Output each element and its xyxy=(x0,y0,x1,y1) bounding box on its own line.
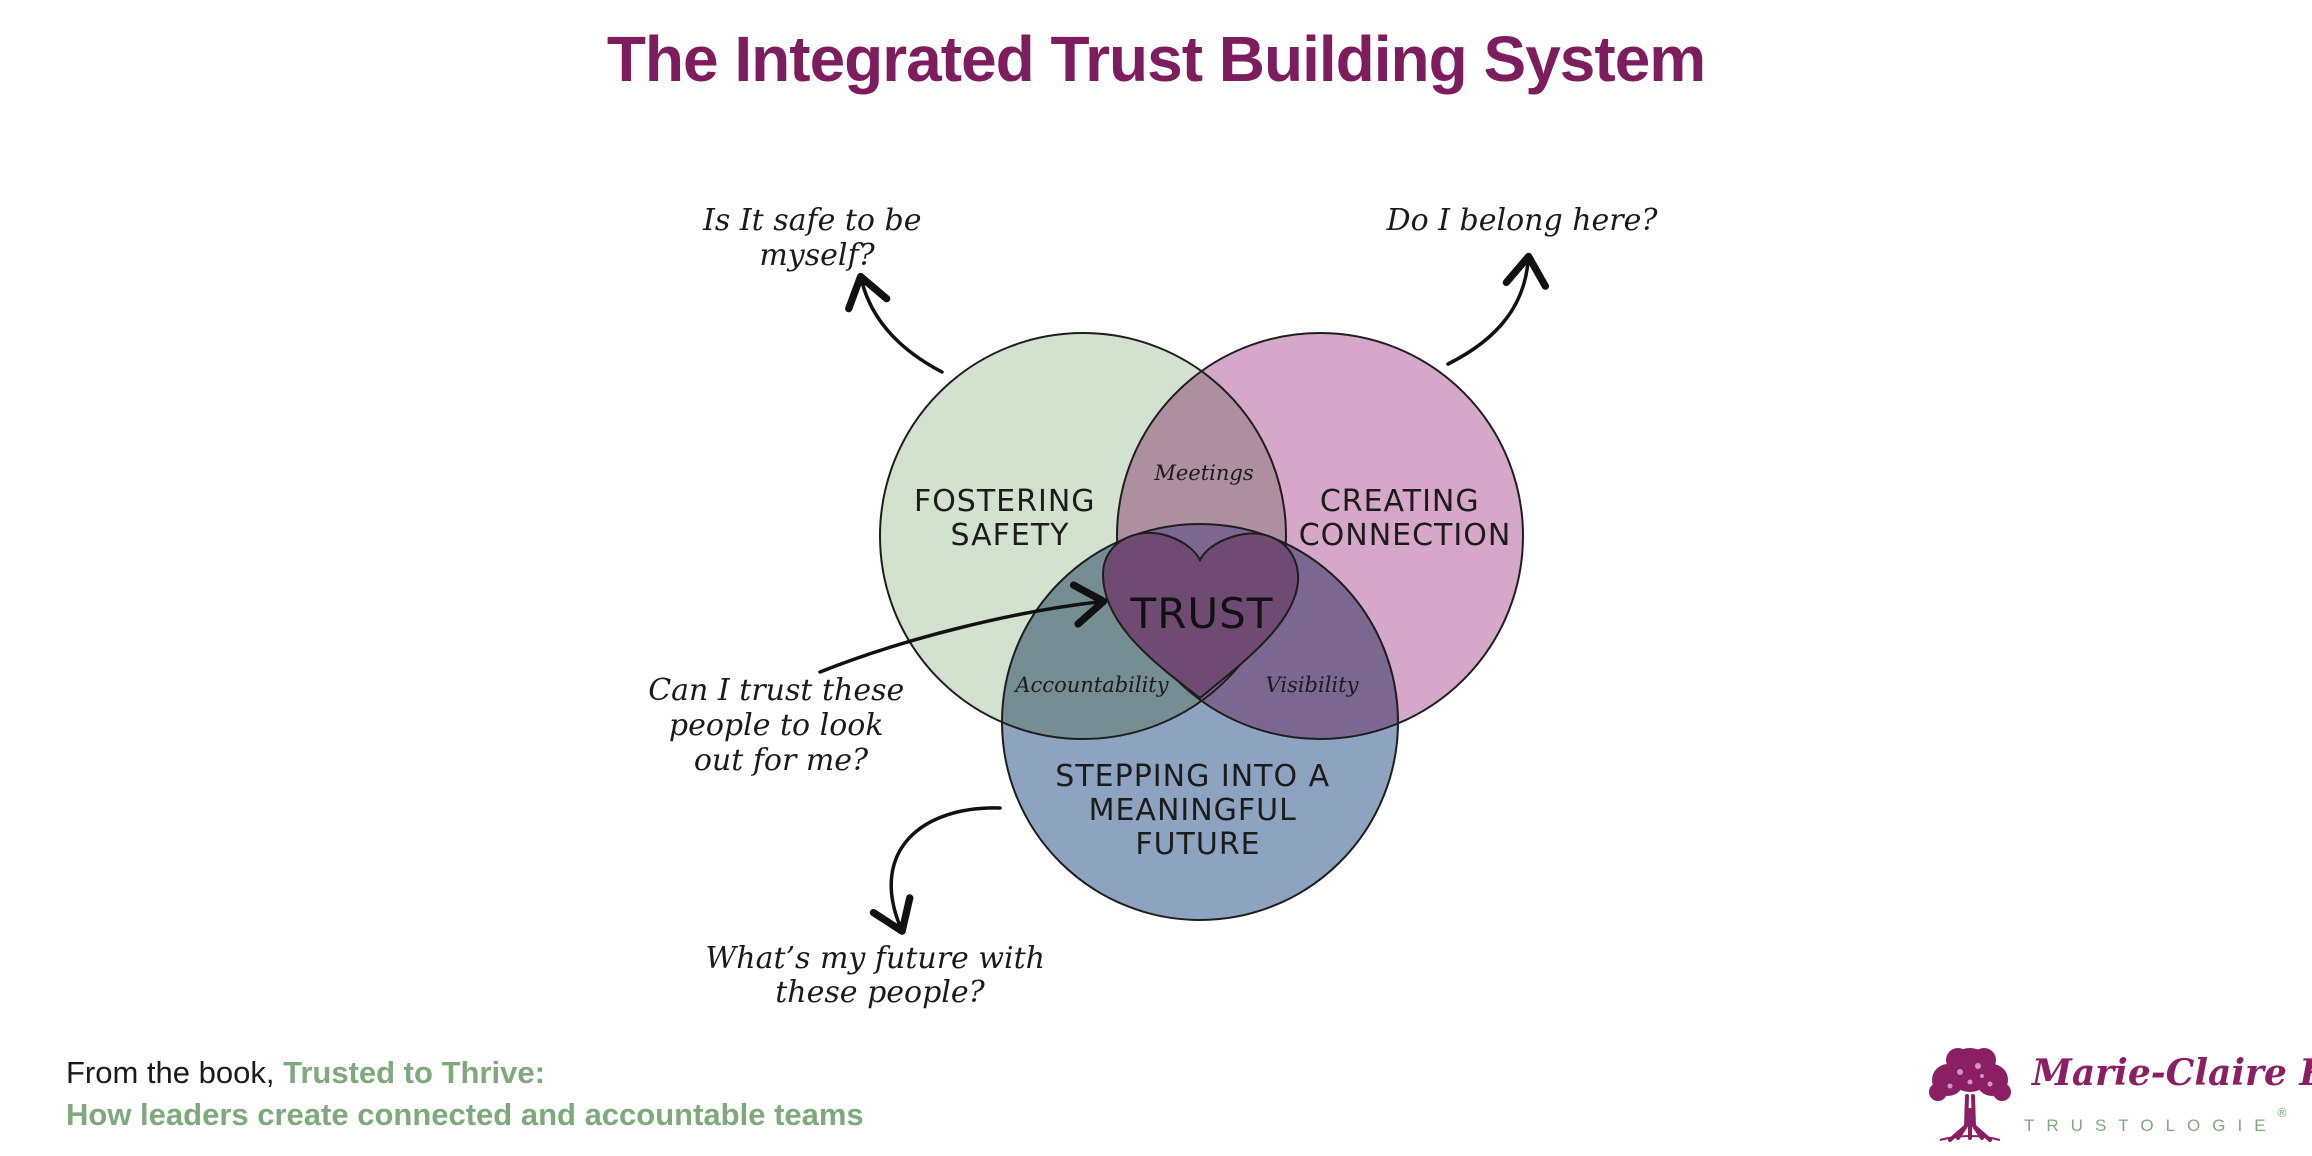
fostering-safety-label: FOSTERING SAFETY xyxy=(914,484,1106,553)
trust-label: TRUST xyxy=(1130,589,1274,638)
meetings-label: Meetings xyxy=(1153,461,1253,485)
arrow-future-question xyxy=(869,806,1002,935)
creating-connection-label: CREATING CONNECTION xyxy=(1299,484,1512,553)
logo: Marie-Claire Ross ® TRUSTOLOGIE xyxy=(1920,1040,2312,1150)
safety-question: Is It safe to be myself? xyxy=(702,203,931,273)
accountability-label: Accountability xyxy=(1013,673,1169,697)
arrow-trust-question xyxy=(818,581,1108,674)
book-subtitle: How leaders create connected and account… xyxy=(66,1097,864,1132)
book-credit: From the book, Trusted to Thrive: How le… xyxy=(66,1052,864,1136)
visibility-label: Visibility xyxy=(1266,673,1360,697)
meaningful-future-label: STEPPING INTO A MEANINGFUL FUTURE xyxy=(1055,759,1340,862)
logo-tagline: TRUSTOLOGIE xyxy=(2024,1116,2278,1135)
logo-name: Marie-Claire Ross xyxy=(2032,1052,2312,1094)
tree-icon xyxy=(1929,1048,2011,1142)
registered-mark: ® xyxy=(2276,1106,2288,1120)
page-title: The Integrated Trust Building System xyxy=(606,23,1706,95)
book-credit-lead: From the book, xyxy=(66,1055,284,1090)
arrow-safety-question xyxy=(845,272,944,374)
arrow-connection-question xyxy=(1446,252,1550,366)
connection-question: Do I belong here? xyxy=(1386,203,1659,238)
trust-question: Can I trust these people to look out for… xyxy=(648,673,914,778)
book-title: Trusted to Thrive: xyxy=(283,1055,545,1090)
future-question: What’s my future with these people? xyxy=(705,941,1054,1010)
